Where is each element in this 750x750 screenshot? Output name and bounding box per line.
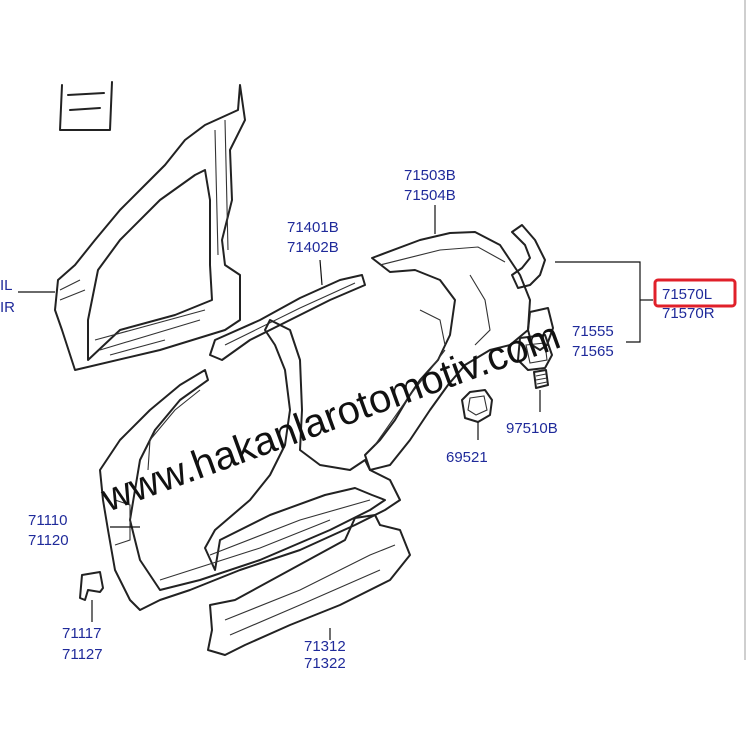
callout-71570r: 71570R bbox=[662, 305, 715, 322]
callout-71570l: 71570L bbox=[662, 286, 712, 303]
callout-71503b: 71503B bbox=[404, 167, 456, 184]
rear-quarter-panel bbox=[364, 231, 531, 471]
callout-left-top: IL bbox=[0, 277, 13, 294]
callout-71120: 71120 bbox=[28, 532, 69, 549]
leader-lines bbox=[18, 205, 653, 640]
callout-69521: 69521 bbox=[446, 449, 488, 466]
fuel-filler-door bbox=[461, 389, 493, 423]
callout-71401b: 71401B bbox=[287, 219, 339, 236]
highlight-box bbox=[653, 278, 737, 308]
callout-97510b: 97510B bbox=[506, 420, 558, 437]
callout-71117: 71117 bbox=[62, 625, 102, 642]
a-pillar-assembly bbox=[54, 81, 246, 371]
callout-71110: 71110 bbox=[28, 512, 68, 529]
callout-71322: 71322 bbox=[304, 655, 346, 672]
callout-71504b: 71504B bbox=[404, 187, 456, 204]
callout-71312: 71312 bbox=[304, 638, 346, 655]
roof-rail bbox=[209, 274, 366, 361]
callout-left-bottom: IR bbox=[0, 299, 15, 316]
callout-71565: 71565 bbox=[572, 343, 614, 360]
callout-71127: 71127 bbox=[62, 646, 103, 663]
bracket-part bbox=[79, 571, 104, 601]
rocker-panel bbox=[207, 514, 411, 656]
filler-housing-parts bbox=[511, 224, 554, 389]
callout-71402b: 71402B bbox=[287, 239, 339, 256]
side-outer-panel bbox=[99, 319, 401, 611]
callout-71555: 71555 bbox=[572, 323, 614, 340]
